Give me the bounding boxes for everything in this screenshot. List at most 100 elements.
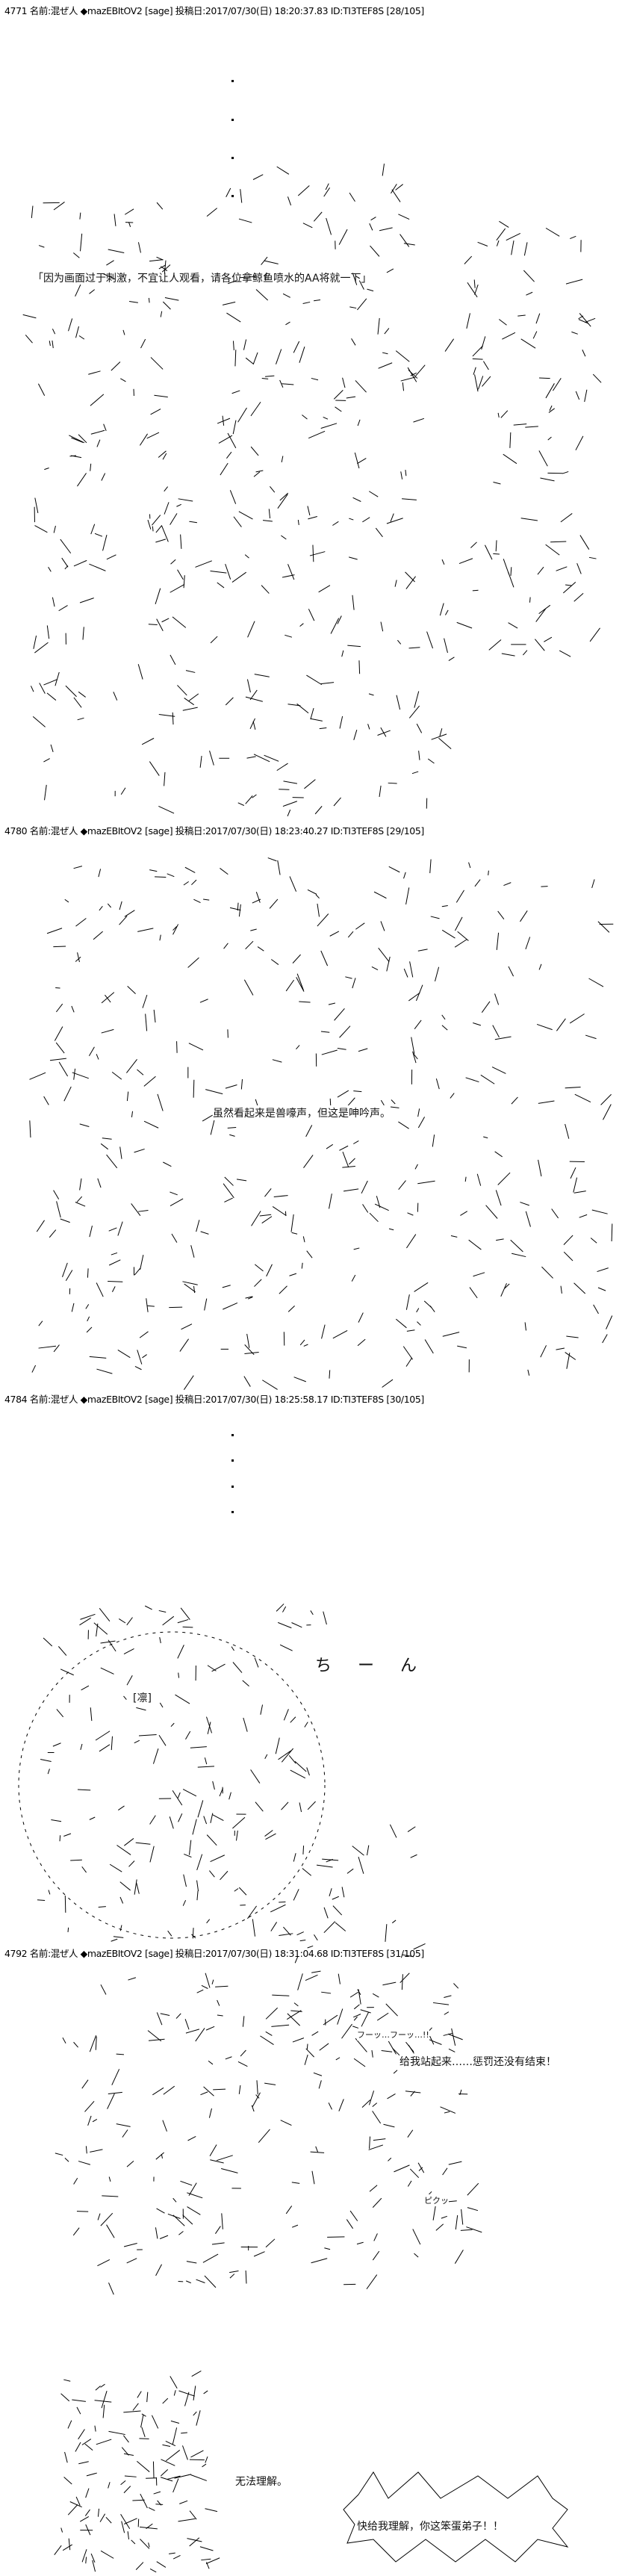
post-caption: 「因为画面过于刺激，不宜让人观看，请各位拿鲸鱼喷水的AA将就一下」: [33, 273, 372, 285]
ascii-art-stroke: [72, 2227, 80, 2236]
ascii-art-stroke: [535, 313, 541, 324]
ascii-art-stroke: [570, 235, 576, 240]
ascii-art-stroke: [235, 1830, 238, 1841]
ascii-art-stroke: [460, 1211, 468, 1216]
ascii-art-stroke: [132, 2499, 145, 2501]
ascii-art-stroke: [349, 306, 357, 309]
ascii-art-stroke: [379, 227, 393, 232]
ascii-art-stroke: [170, 513, 178, 525]
ascii-art-stroke: [502, 332, 516, 340]
ascii-art-stroke: [250, 401, 261, 417]
ascii-art-stroke: [476, 1173, 482, 1186]
ascii-art-stroke: [238, 1887, 247, 1896]
ascii-art-stroke: [120, 2480, 126, 2486]
ascii-art-stroke: [163, 2085, 175, 2095]
ascii-art-stroke: [102, 2195, 119, 2197]
ascii-art-stroke: [40, 1758, 52, 1763]
ascii-art-stroke: [474, 284, 479, 295]
ascii-art-stroke: [122, 2435, 129, 2443]
ascii-art-stroke: [590, 1238, 597, 1244]
ascii-art-stroke: [253, 471, 261, 477]
ascii-art-stroke: [177, 569, 184, 580]
ascii-art-stroke: [279, 1644, 293, 1651]
ascii-art-stroke: [407, 2180, 412, 2187]
ascii-art-stroke: [205, 2456, 208, 2463]
ascii-art-stroke: [444, 638, 448, 654]
ascii-art-stroke: [517, 314, 526, 317]
ascii-art-stroke: [204, 2275, 217, 2288]
ascii-art-stroke: [202, 2253, 219, 2263]
ascii-art-stroke: [96, 1368, 113, 1374]
ascii-art-stroke: [220, 868, 228, 875]
ascii-art-stroke: [183, 881, 189, 886]
ascii-art-stroke: [55, 1003, 63, 1013]
ascii-art-stroke: [573, 1282, 586, 1294]
ascii-art-stroke: [356, 2241, 364, 2245]
ascii-art-stroke: [81, 2079, 89, 2089]
ascii-art-stroke: [38, 1320, 43, 1326]
ascii-art-stroke: [448, 657, 455, 662]
ascii-art-stroke: [234, 350, 237, 367]
ascii-art-stroke: [503, 882, 512, 887]
ascii-art-stroke: [474, 879, 481, 887]
ascii-art-stroke: [495, 1190, 502, 1206]
ascii-art-stroke: [373, 2233, 378, 2241]
ascii-art-stroke: [539, 377, 550, 379]
ascii-art-stroke: [31, 205, 34, 219]
ascii-art-stroke: [352, 978, 356, 989]
ascii-art-stroke: [525, 937, 531, 950]
ascii-art-stroke: [178, 2231, 184, 2235]
ellipsis-dot: [231, 1511, 234, 1513]
ascii-art-stroke: [212, 1781, 215, 1790]
ascii-art-stroke: [435, 966, 440, 982]
ascii-art-stroke: [262, 1379, 278, 1390]
ascii-art-stroke: [397, 639, 402, 645]
ascii-art-stroke: [299, 1940, 306, 1942]
ascii-art-stroke: [85, 2146, 87, 2154]
ascii-art-stroke: [37, 1899, 46, 1902]
ascii-art-stroke: [362, 517, 370, 523]
ascii-art-stroke: [299, 1802, 302, 1813]
ascii-art-stroke: [287, 196, 292, 206]
ascii-art-stroke: [210, 2159, 224, 2164]
ascii-art-stroke: [182, 707, 198, 711]
ascii-art-stroke: [34, 642, 49, 654]
ascii-art-stroke: [319, 2043, 329, 2051]
ascii-art-stroke: [349, 1991, 359, 1998]
ascii-art-stroke: [544, 636, 553, 642]
ascii-art-stroke: [503, 559, 510, 575]
ascii-art-stroke: [177, 685, 187, 696]
ascii-art-stroke: [193, 2386, 196, 2400]
ascii-art-stroke: [217, 2014, 223, 2017]
ascii-art-stroke: [337, 615, 342, 624]
ascii-art-stroke: [54, 1026, 63, 1041]
ascii-art-stroke: [435, 1078, 440, 1090]
ascii-art-stroke: [94, 2400, 112, 2403]
ascii-art-stroke: [275, 1737, 280, 1754]
ascii-art-stroke: [432, 1135, 435, 1147]
ascii-art-stroke: [477, 376, 484, 390]
ascii-art-stroke: [287, 2013, 301, 2026]
ascii-art-stroke: [63, 2379, 71, 2382]
ascii-art-stroke: [417, 1180, 435, 1185]
sound-effect: ピクッ: [424, 2194, 449, 2206]
ascii-art-stroke: [141, 2427, 146, 2437]
ascii-art-stroke: [135, 2562, 144, 2570]
ascii-art-stroke: [233, 516, 242, 527]
ascii-art-stroke: [441, 905, 448, 907]
ascii-art-stroke: [170, 2420, 180, 2424]
ascii-art-stroke: [358, 1856, 364, 1874]
ascii-art-stroke: [287, 1306, 295, 1312]
ascii-art-stroke: [78, 2429, 85, 2440]
ascii-art-stroke: [123, 2410, 141, 2413]
ascii-art-stroke: [500, 410, 509, 418]
ascii-art-stroke: [171, 1233, 178, 1243]
speech-bubble-outline: [343, 2471, 569, 2563]
ascii-art-stroke: [290, 1769, 306, 1779]
ascii-art-stroke: [164, 772, 166, 786]
ascii-art-stroke: [496, 240, 500, 246]
ascii-art-stroke: [225, 2056, 232, 2060]
ascii-art-stroke: [512, 1253, 526, 1258]
ascii-art-stroke: [244, 554, 249, 559]
ascii-art-stroke: [337, 1090, 349, 1098]
